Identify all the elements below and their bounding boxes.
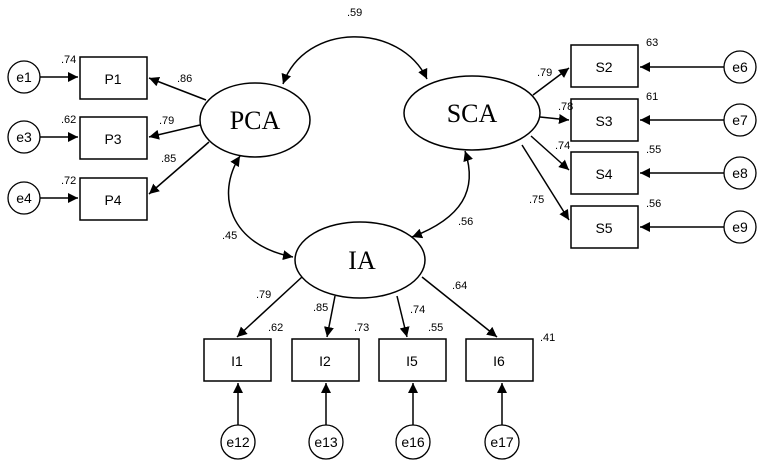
indicator-i1-label: I1 [231, 353, 243, 369]
indicator-i6-label: I6 [493, 353, 505, 369]
corr-pca-sca-label: .59 [347, 7, 362, 19]
indicator-p1: P1 [79, 56, 148, 100]
error-e4-label: e4 [16, 190, 32, 206]
loading-s3: .78 [558, 101, 573, 113]
r2-p3: .62 [61, 114, 76, 126]
loading-s5-arrow [521, 144, 570, 221]
loading-s4-arrow [530, 135, 570, 171]
indicator-i2: I2 [291, 338, 360, 382]
loading-p4: .85 [161, 153, 176, 165]
loading-i6: .64 [452, 280, 467, 292]
indicator-p4-label: P4 [104, 192, 121, 208]
loading-i6-arrow [421, 276, 498, 338]
error-e3-label: e3 [16, 129, 32, 145]
error-e6-label: e6 [732, 59, 748, 75]
indicator-p1-label: P1 [104, 71, 121, 87]
loading-i2: .85 [313, 302, 328, 314]
loading-s2: .79 [537, 67, 552, 79]
latent-sca-label: SCA [447, 99, 498, 128]
indicator-s5: S5 [570, 205, 639, 249]
loading-s2-arrow [532, 67, 570, 96]
loading-i5: .74 [410, 304, 425, 316]
r2-s2: 63 [646, 37, 658, 49]
error-e1-label: e1 [16, 69, 32, 85]
indicator-p4: P4 [79, 177, 148, 221]
error-e13-label: e13 [314, 434, 338, 450]
r2-i1: .62 [268, 322, 283, 334]
loading-i5-arrow [396, 295, 410, 338]
loading-s3-arrow [539, 113, 570, 124]
loading-i1-arrow [236, 276, 303, 338]
latent-pca-label: PCA [230, 106, 281, 135]
latent-pca: PCA [199, 82, 311, 158]
r2-s4: .55 [646, 144, 661, 156]
loading-p1: .86 [177, 73, 192, 85]
r2-p4: .72 [61, 175, 76, 187]
error-e8-label: e8 [732, 165, 748, 181]
r2-i5: .55 [428, 322, 443, 334]
r2-i2: .73 [354, 322, 369, 334]
indicator-s2-label: S2 [595, 59, 612, 75]
r2-i6: .41 [540, 332, 555, 344]
indicator-i6: I6 [465, 338, 534, 382]
r2-p1: .74 [61, 54, 76, 66]
corr-pca-sca-path [281, 36, 428, 85]
indicator-p3: P3 [79, 116, 148, 160]
latent-ia: IA [294, 221, 426, 299]
indicator-s3: S3 [570, 98, 639, 142]
error-e12-label: e12 [226, 434, 250, 450]
corr-sca-ia-path [411, 150, 473, 239]
corr-pca-ia-label: .45 [222, 230, 237, 242]
loading-i2-arrow [324, 295, 336, 338]
corr-sca-ia-label: .56 [458, 216, 473, 228]
corr-pca-ia-path [227, 155, 294, 261]
latent-sca: SCA [403, 75, 541, 151]
latent-ia-label: IA [348, 246, 376, 275]
indicator-p3-label: P3 [104, 131, 121, 147]
indicator-i1: I1 [203, 338, 272, 382]
indicator-s2: S2 [570, 44, 639, 88]
error-e9-label: e9 [732, 219, 748, 235]
indicator-i5: I5 [378, 338, 447, 382]
indicator-s5-label: S5 [595, 220, 612, 236]
indicator-s4: S4 [570, 151, 639, 195]
loading-p4-arrow [148, 141, 210, 195]
r2-s3: 61 [646, 91, 658, 103]
indicator-i5-label: I5 [406, 353, 418, 369]
loading-i1: .79 [256, 289, 271, 301]
loading-p3: .79 [159, 115, 174, 127]
error-e7-label: e7 [732, 112, 748, 128]
indicator-s4-label: S4 [595, 166, 612, 182]
indicator-i2-label: I2 [319, 353, 331, 369]
loading-s5: .75 [529, 194, 544, 206]
indicator-s3-label: S3 [595, 113, 612, 129]
r2-s5: .56 [646, 198, 661, 210]
loading-s4: .74 [555, 140, 570, 152]
error-e16-label: e16 [401, 434, 425, 450]
error-e17-label: e17 [490, 434, 514, 450]
loading-p3-arrow [148, 124, 201, 140]
loading-p1-arrow [148, 76, 207, 101]
